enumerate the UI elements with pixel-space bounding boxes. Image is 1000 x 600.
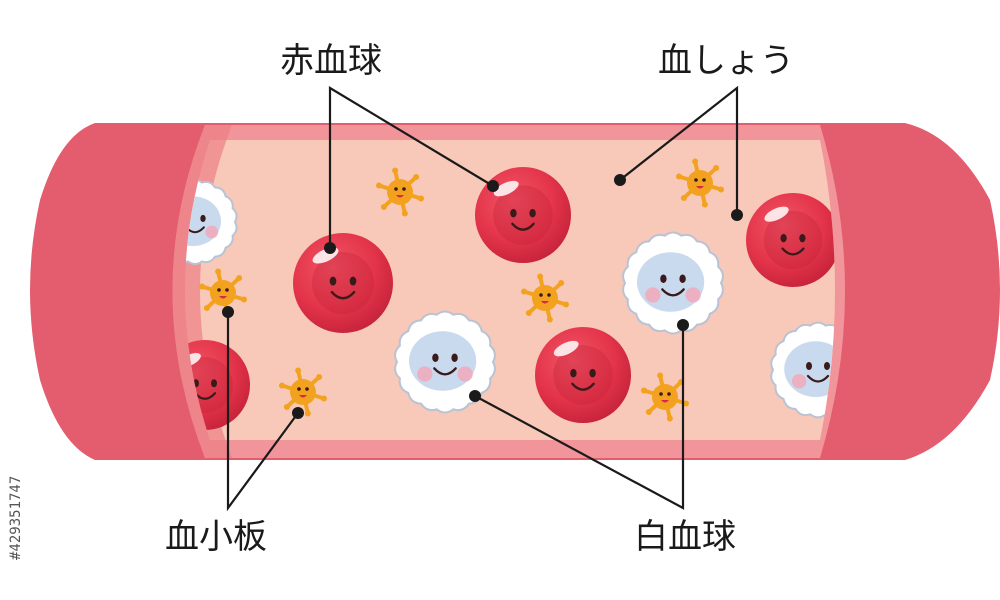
leader-dot [469,390,481,402]
label-white-blood-cell: 白血球 [634,517,736,557]
label-plasma: 血しょう [658,41,794,81]
label-red-blood-cell: 赤血球 [280,41,382,81]
side-stock-id: #429351747 [8,476,24,560]
platelet-icon [675,158,725,208]
platelet-icon [520,273,570,323]
red-blood-cell-icon [535,327,631,423]
leader-white-blood-cell [474,325,685,510]
leader-dot [677,319,689,331]
vessel-lumen-plasma [185,140,835,440]
label-platelet: 血小板 [165,517,267,557]
leader-dot [292,407,304,419]
leader-dot [324,242,336,254]
leader-red-blood-cell [328,86,494,248]
blood-vessel [30,123,1000,460]
white-blood-cell-icon [185,178,238,266]
red-blood-cell-icon [746,193,835,287]
platelet-icon [375,167,425,217]
leader-dot [614,174,626,186]
white-blood-cell-icon [394,310,496,414]
leader-lines [222,85,743,512]
leader-platelet [226,312,299,512]
leader-dot [487,180,499,192]
white-blood-cell-icon [622,231,724,335]
vessel-cut-rim-left [172,125,232,458]
red-blood-cell-icon [475,167,571,263]
leader-dot [731,209,743,221]
leader-plasma [619,85,739,215]
platelet-icon [278,367,328,417]
leader-dot [222,306,234,318]
red-blood-cell-icon [293,233,393,333]
